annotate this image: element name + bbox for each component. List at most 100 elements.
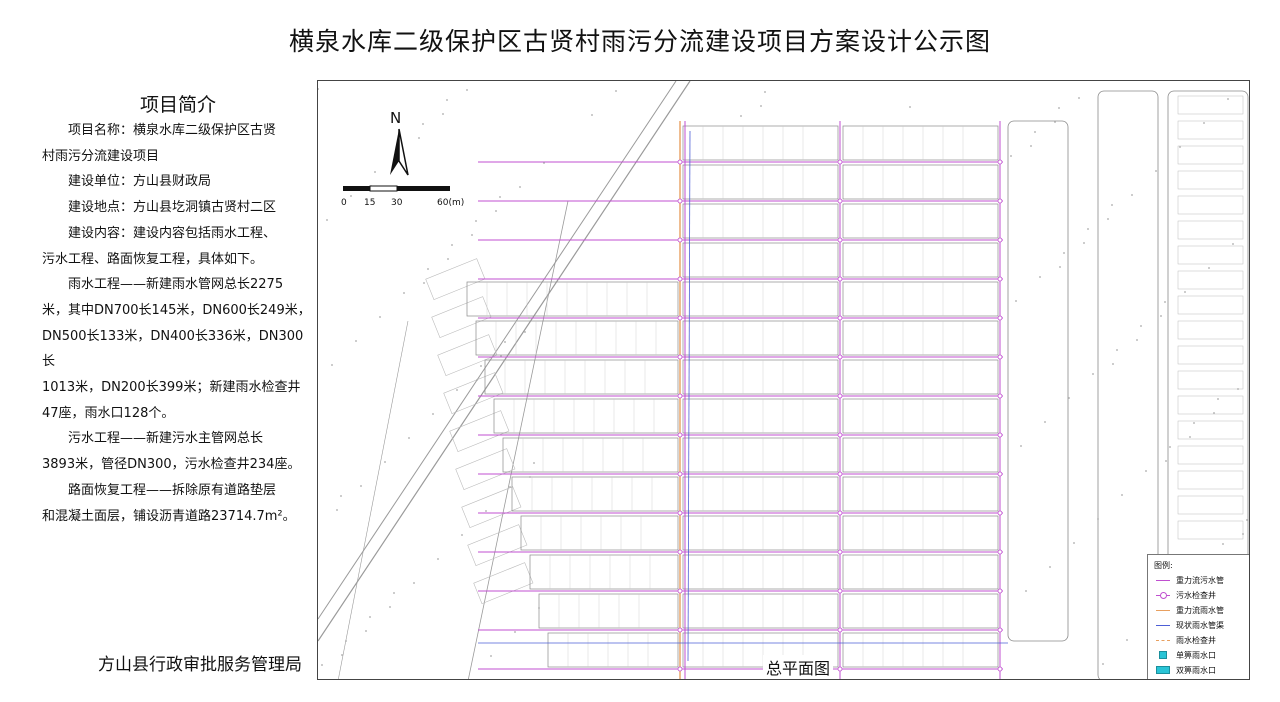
right-parcel bbox=[1177, 520, 1244, 540]
intro-name-line-cont: 村雨污分流建设项目 bbox=[42, 148, 160, 164]
scale-bar bbox=[343, 185, 450, 192]
terrain-marker bbox=[1116, 349, 1118, 351]
terrain-marker bbox=[543, 162, 545, 164]
rain-pipe-icon bbox=[1156, 610, 1170, 611]
village-block bbox=[842, 476, 999, 512]
terrain-marker bbox=[1083, 242, 1085, 244]
village-block bbox=[484, 359, 679, 395]
village-block bbox=[502, 437, 679, 473]
terrain-marker bbox=[1078, 97, 1080, 99]
terrain-marker bbox=[1189, 436, 1191, 438]
terrain-marker bbox=[326, 219, 328, 221]
terrain-marker bbox=[1121, 494, 1123, 496]
village-block bbox=[682, 632, 839, 668]
terrain-marker bbox=[331, 364, 333, 366]
terrain-marker bbox=[1193, 422, 1195, 424]
right-parcel bbox=[1177, 470, 1244, 490]
site-plan-map: N 0 15 30 60(m) 总平面图 图例: 重力流污水管 污水检查井 重力… bbox=[317, 80, 1250, 680]
right-parcel bbox=[1177, 370, 1244, 390]
terrain-marker bbox=[393, 592, 395, 594]
sewage-manhole bbox=[677, 276, 683, 282]
terrain-marker bbox=[476, 379, 478, 381]
scale-tick-30: 30 bbox=[391, 198, 403, 208]
terrain-marker bbox=[466, 89, 468, 91]
sewage-manhole bbox=[997, 666, 1003, 672]
right-parcel bbox=[1177, 345, 1244, 365]
north-arrow-icon bbox=[390, 128, 409, 176]
village-block bbox=[842, 242, 999, 278]
terrain-marker bbox=[1155, 170, 1157, 172]
legend-item-existing-rain-channel: 现状雨水管渠 bbox=[1154, 620, 1249, 632]
legend-item-sewage-pipe: 重力流污水管 bbox=[1154, 575, 1249, 587]
road-edge bbox=[338, 320, 409, 679]
terrain-marker bbox=[442, 113, 444, 115]
terrain-marker bbox=[1044, 421, 1046, 423]
terrain-marker bbox=[451, 244, 453, 246]
terrain-marker bbox=[480, 365, 482, 367]
village-block bbox=[682, 125, 839, 161]
sewage-manhole bbox=[837, 159, 843, 165]
sewage-manhole bbox=[997, 588, 1003, 594]
terrain-marker bbox=[1213, 412, 1215, 414]
village-block bbox=[538, 593, 679, 629]
terrain-marker bbox=[1232, 243, 1234, 245]
terrain-marker bbox=[1169, 446, 1171, 448]
terrain-marker bbox=[446, 99, 448, 101]
terrain-marker bbox=[336, 509, 338, 511]
sewage-manhole bbox=[837, 393, 843, 399]
sewage-manhole bbox=[997, 159, 1003, 165]
intro-sewage-line-2: 3893米，管径DN300，污水检查井234座。 bbox=[42, 457, 301, 473]
terrain-marker bbox=[369, 616, 371, 618]
terrain-marker bbox=[1039, 276, 1041, 278]
road-edge bbox=[468, 200, 569, 679]
village-block bbox=[842, 281, 999, 317]
terrain-marker bbox=[1246, 519, 1248, 521]
single-inlet-icon bbox=[1159, 651, 1167, 659]
village-block bbox=[682, 515, 839, 551]
village-block bbox=[682, 164, 839, 200]
terrain-marker bbox=[528, 317, 530, 319]
sewage-manhole bbox=[997, 276, 1003, 282]
sewage-manhole bbox=[837, 198, 843, 204]
terrain-marker bbox=[504, 341, 506, 343]
terrain-marker bbox=[1203, 122, 1205, 124]
village-block bbox=[682, 242, 839, 278]
terrain-marker bbox=[1217, 398, 1219, 400]
sewage-manhole bbox=[997, 315, 1003, 321]
existing-building bbox=[443, 372, 504, 415]
village-block bbox=[842, 398, 999, 434]
village-block bbox=[842, 125, 999, 161]
intro-heading: 项目简介 bbox=[140, 94, 217, 116]
sewage-manhole bbox=[997, 354, 1003, 360]
legend-item-rain-pipe: 重力流雨水管 bbox=[1154, 605, 1249, 617]
terrain-marker bbox=[471, 234, 473, 236]
sewage-manhole bbox=[997, 198, 1003, 204]
sewage-manhole bbox=[997, 471, 1003, 477]
terrain-marker bbox=[514, 631, 516, 633]
intro-rain-line-5: 47座，雨水口128个。 bbox=[42, 405, 175, 421]
intro-content-line-cont: 污水工程、路面恢复工程，具体如下。 bbox=[42, 251, 264, 267]
terrain-marker bbox=[1160, 315, 1162, 317]
village-block bbox=[493, 398, 679, 434]
intro-road-line: 路面恢复工程——拆除原有道路垫层 bbox=[68, 482, 277, 498]
plan-title: 总平面图 bbox=[763, 655, 834, 679]
village-block bbox=[842, 515, 999, 551]
terrain-marker bbox=[1010, 155, 1012, 157]
legend: 图例: 重力流污水管 污水检查井 重力流雨水管 现状雨水管渠 雨水检查井 单箅雨… bbox=[1147, 554, 1249, 679]
road-edge bbox=[318, 81, 691, 642]
sewage-manhole bbox=[837, 510, 843, 516]
terrain-marker bbox=[345, 640, 347, 642]
right-parcel bbox=[1177, 95, 1244, 115]
terrain-marker bbox=[318, 88, 319, 90]
terrain-marker bbox=[418, 137, 420, 139]
project-intro: 项目名称：横泉水库二级保护区古贤 村雨污分流建设项目 建设单位：方山县财政局 建… bbox=[42, 118, 312, 529]
terrain-marker bbox=[1073, 542, 1075, 544]
sewage-manhole bbox=[677, 666, 683, 672]
terrain-marker bbox=[1136, 339, 1138, 341]
right-parcel bbox=[1177, 395, 1244, 415]
terrain-marker bbox=[764, 91, 766, 93]
terrain-marker bbox=[500, 355, 502, 357]
terrain-marker bbox=[360, 485, 362, 487]
field-strip bbox=[1167, 90, 1249, 562]
sewage-manhole bbox=[997, 393, 1003, 399]
